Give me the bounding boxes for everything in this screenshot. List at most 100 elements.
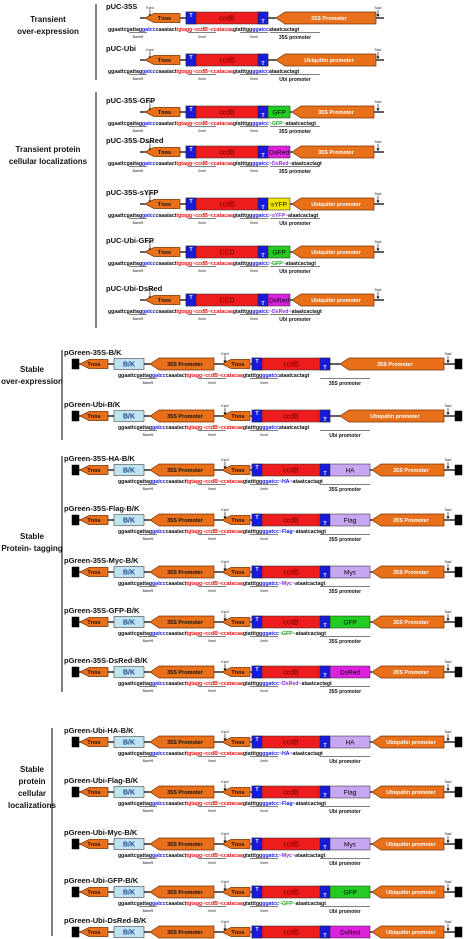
saci-site-pointer (446, 516, 450, 519)
ccdb-label: ccdB (283, 890, 299, 897)
p35s-label-marker: 35S Promoter (167, 518, 204, 524)
tnos-arrow-left (79, 787, 109, 797)
promoter-label: Ubiquitin promoter (311, 250, 361, 256)
p35s-label-marker: 35S Promoter (167, 740, 204, 746)
saci-site-label: SacI (444, 920, 451, 924)
xmni-label: XmnI (198, 129, 206, 133)
sequence-segment: caaatact (156, 213, 177, 219)
xmni-label: XmnI (208, 433, 216, 437)
fusion-tag-box (329, 565, 371, 579)
p35s-label-marker: 35S Promoter (167, 362, 204, 368)
kpni-site-label: KpnI (221, 352, 228, 356)
border-block-right (454, 736, 463, 748)
fusion-tag-label: DsRed (340, 670, 360, 677)
xmni-label: XmnI (198, 317, 206, 321)
sequence-segment: ggaattcgattag (108, 69, 142, 75)
fusion-tag-label: GFP (272, 250, 285, 257)
sequence-segment: ggaattcgattag (108, 213, 142, 219)
sequence-segment: ccatacaa (211, 309, 233, 315)
att-site-left (251, 837, 263, 851)
border-block-left (71, 736, 80, 748)
sequence-segment: gtatttgg (243, 681, 262, 687)
xmni-label-2: XmnI (260, 861, 268, 865)
att-site-left (185, 197, 197, 211)
sequence-segment: gatcc (142, 261, 156, 267)
sequence-segment: ~ccdB~ (202, 581, 221, 587)
sequence-segment: ~ccdB~ (192, 213, 211, 219)
promoter-label: Ubiquitin promoter (386, 890, 436, 896)
sequence-segment: ggaattcgattag (118, 373, 152, 379)
sequence-segment: gatcc (152, 425, 166, 431)
sequence-segment: caaatact (166, 479, 187, 485)
saci-site-pointer (376, 296, 380, 299)
p35s-arrow-marker (149, 615, 215, 629)
xmni-label-2: XmnI (250, 221, 258, 225)
tnos-label: Tnos (231, 790, 244, 796)
bk-label: B/K (123, 930, 135, 937)
tnos-arrow-left (79, 667, 109, 677)
fusion-tag-label: Flag (344, 790, 357, 797)
sequence-segment: ggatcc (262, 373, 279, 379)
ccdb-label: ccdB (283, 570, 299, 577)
xmni-label: XmnI (208, 689, 216, 693)
promoter-label: Ubiquitin promoter (311, 298, 361, 304)
bk-label: B/K (123, 842, 135, 849)
promoter-label: Ubiquitin promoter (370, 414, 420, 420)
kpni-site-pointer (223, 840, 227, 843)
sequence-segment: ~GFP~ (269, 121, 286, 127)
promoter-short-label: 35S promoter (329, 381, 361, 387)
bamhi-label: BamHI (133, 169, 144, 173)
sequence-segment: tgtagg (186, 581, 202, 587)
promoter-arrow (291, 293, 375, 307)
sequence-segment: ~ccdB~ (202, 373, 221, 379)
promoter-arrow (275, 11, 377, 25)
saci-site-label: SacI (444, 730, 451, 734)
construct-name: pUC-Ubi (106, 44, 136, 53)
sequence-segment: tgtagg (186, 425, 202, 431)
tnos-arrow (144, 55, 181, 65)
att-label-left: T (255, 787, 258, 793)
saci-site-label: SacI (374, 288, 381, 292)
bamhi-label: BamHI (143, 809, 154, 813)
group-label-line: cellular localizations (9, 157, 88, 166)
construct-name: pGreen-35S-Flag-B/K (64, 504, 140, 513)
tnos-label: Tnos (158, 16, 171, 22)
promoter-arrow (371, 513, 445, 527)
xmni-label-2: XmnI (260, 381, 268, 385)
fusion-tag-box (329, 735, 371, 749)
promoter-short-label: Ubi promoter (279, 269, 310, 275)
sequence-segment: gtatttgg (243, 901, 262, 907)
sequence-segment: ggatcc (262, 479, 279, 485)
promoter-short-label: Ubi promoter (279, 221, 310, 227)
sequence-line: ggaattcgattaggatcccaaatacttgtagg~ccdB~cc… (118, 581, 326, 587)
kpni-site-label: KpnI (146, 6, 153, 10)
promoter-arrow (339, 357, 445, 371)
border-block-left (71, 838, 80, 850)
construct-name: pGreen-35S-B/K (64, 348, 122, 357)
saci-site-label: SacI (444, 780, 451, 784)
sequence-segment: ~ccdB~ (202, 853, 221, 859)
tnos-arrow (144, 247, 181, 257)
sequence-segment: gtatttgg (233, 27, 252, 33)
fusion-tag-label: GFP (343, 890, 356, 897)
att-label-right: T (323, 623, 326, 629)
tnos-label: Tnos (158, 110, 171, 116)
sequence-segment: gatcc (152, 529, 166, 535)
sequence-segment: ccatacaa (211, 213, 233, 219)
group-label-line: over-expression (1, 377, 63, 386)
att-label-left: T (255, 667, 258, 673)
promoter-label: 35S Promoter (393, 620, 430, 626)
construct-name: pGreen-Ubi-B/K (64, 400, 121, 409)
fusion-tag-box (329, 925, 371, 939)
att-label-right: T (261, 61, 264, 67)
saci-site-label: SacI (374, 48, 381, 52)
p35s-label-marker: 35S Promoter (167, 670, 204, 676)
saci-site-pointer (446, 668, 450, 671)
att-label-left: T (255, 617, 258, 623)
p35s-label-marker: 35S Promoter (167, 468, 204, 474)
tnos-arrow-left (79, 567, 109, 577)
sequence-segment: ccatacaa (221, 479, 243, 485)
tnos-arrow-left (79, 737, 109, 747)
att-site-left (251, 463, 263, 477)
